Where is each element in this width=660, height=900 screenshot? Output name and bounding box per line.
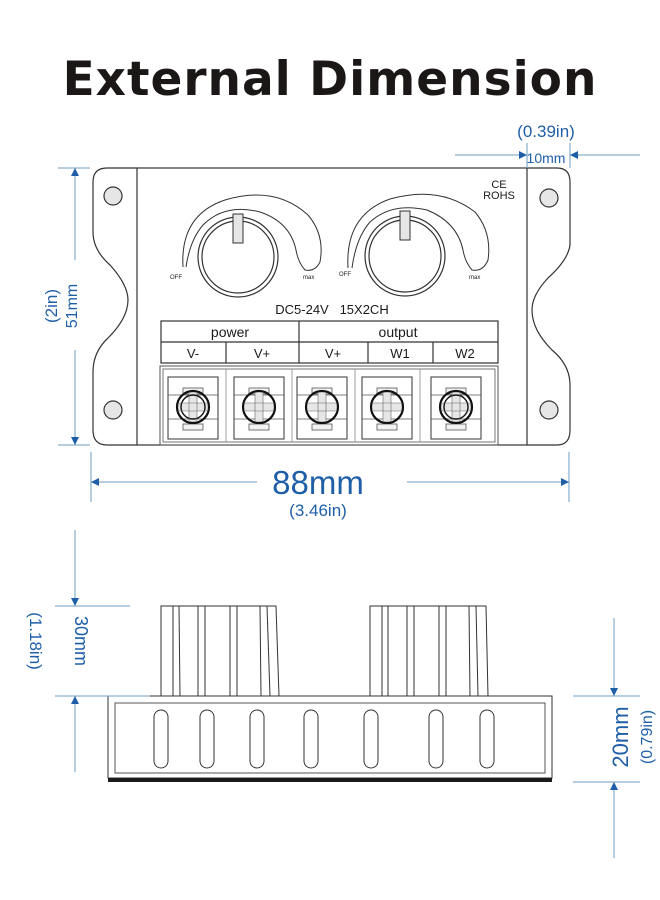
height-dimension [58, 167, 90, 446]
dimmer-knob-1[interactable] [182, 194, 322, 298]
knob-height-mm: 30mm [71, 616, 91, 666]
ce-mark: CE [491, 179, 506, 191]
mounting-hole [103, 186, 123, 206]
right-mounting-ear [527, 167, 571, 446]
terminal-label-v-minus: V- [187, 346, 199, 361]
base-plate [108, 778, 552, 782]
knob-height-dimension [55, 530, 150, 772]
body-height-dimension [573, 618, 640, 858]
width-mm: 88mm [272, 464, 364, 501]
mounting-hole [539, 400, 559, 420]
terminal-label-w2: W2 [455, 346, 475, 361]
top-view [92, 167, 571, 446]
knob-1-off-label: OFF [170, 275, 182, 281]
vent-slot [249, 709, 265, 769]
vent-slot [363, 709, 379, 769]
left-mounting-ear [92, 167, 137, 446]
mounting-hole [539, 188, 559, 208]
vent-slot [428, 709, 444, 769]
terminal-label-output-v-plus: V+ [325, 346, 341, 361]
width-dimension [90, 452, 570, 502]
knob-2-off-label: OFF [339, 272, 351, 278]
vent-slot [199, 709, 215, 769]
side-knob-2 [369, 605, 489, 697]
ear-width-dimension [455, 143, 640, 168]
mounting-hole [103, 400, 123, 420]
ear-width-inches: (0.39in) [517, 122, 575, 141]
terminal-label-w1: W1 [390, 346, 410, 361]
side-knob-1 [160, 605, 280, 697]
dimmer-knob-2[interactable] [347, 193, 490, 297]
terminal-group-output: output [379, 324, 418, 340]
terminal-screw[interactable] [430, 376, 482, 440]
terminal-label-power-v-plus: V+ [254, 346, 270, 361]
vent-slot [479, 709, 495, 769]
height-mm: 51mm [64, 284, 81, 328]
vent-slot [153, 709, 169, 769]
knob-height-inches: (1.18in) [26, 612, 45, 670]
ear-width-mm: 10mm [527, 150, 566, 166]
rohs-mark: ROHS [483, 190, 515, 202]
vent-slot [303, 709, 319, 769]
terminal-label-table [160, 320, 499, 364]
rating-label: DC5-24V 15X2CH [275, 302, 388, 317]
terminal-block [159, 365, 499, 446]
terminal-screw[interactable] [361, 376, 413, 440]
knob-2-max-label: max [469, 275, 480, 281]
side-view [107, 605, 553, 782]
terminal-screw[interactable] [233, 376, 285, 440]
knob-1-max-label: max [303, 275, 314, 281]
width-inches: (3.46in) [289, 501, 347, 520]
height-inches: (2in) [42, 289, 61, 323]
side-body [107, 695, 553, 779]
body-height-inches: (0.79in) [639, 710, 656, 764]
page-title: External Dimension [62, 52, 598, 107]
body-height-mm: 20mm [608, 706, 633, 767]
terminal-group-power: power [211, 324, 249, 340]
terminal-screw[interactable] [167, 376, 219, 440]
terminal-screw[interactable] [296, 376, 348, 440]
